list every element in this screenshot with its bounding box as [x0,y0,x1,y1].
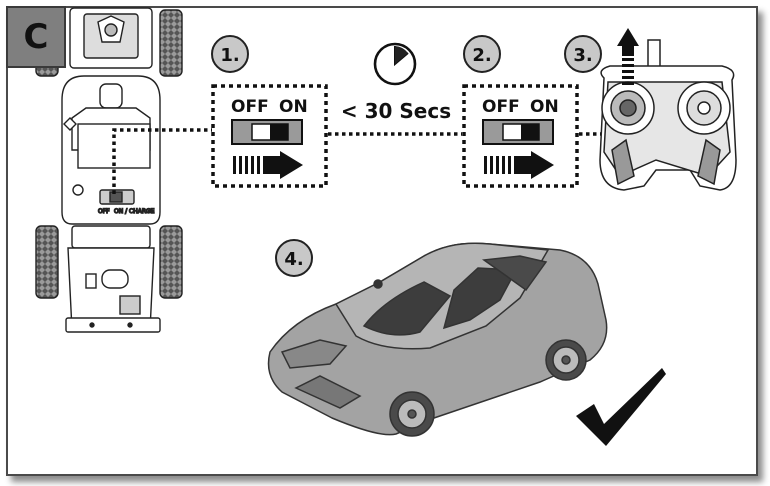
step1-badge: 1. [211,35,249,73]
checkmark-icon [576,368,666,446]
svg-text:3.: 3. [573,45,592,66]
front-right-wheel [159,9,183,77]
remote-controller [599,39,737,191]
svg-text:4.: 4. [284,249,303,270]
step1-switch-box: OFF ON [211,84,328,188]
connector-line [112,128,212,194]
arrow-up-icon [617,28,639,85]
step1-on-label: ON [279,97,308,117]
rear-left-wheel [35,225,59,299]
step3-badge: 3. [564,35,602,73]
step2-on-label: ON [530,97,559,117]
rc-car [267,242,608,437]
svg-text:2.: 2. [472,45,491,66]
chassis-off-label: OFF [98,208,110,215]
arrow-right-icon [484,151,554,179]
clock-icon [373,42,417,86]
step2-badge: 2. [463,35,501,73]
step4-badge: 4. [275,239,313,277]
chassis-on-label: ON / CHARGE [114,208,155,215]
panel-label: C [6,6,66,68]
wait-text: < 30 Secs [341,99,451,123]
step1-off-label: OFF [231,97,269,117]
rear-right-wheel [159,225,183,299]
step2-off-label: OFF [482,97,520,117]
svg-text:1.: 1. [220,45,239,66]
step2-switch-box: OFF ON [462,84,579,188]
arrow-right-icon [233,151,303,179]
